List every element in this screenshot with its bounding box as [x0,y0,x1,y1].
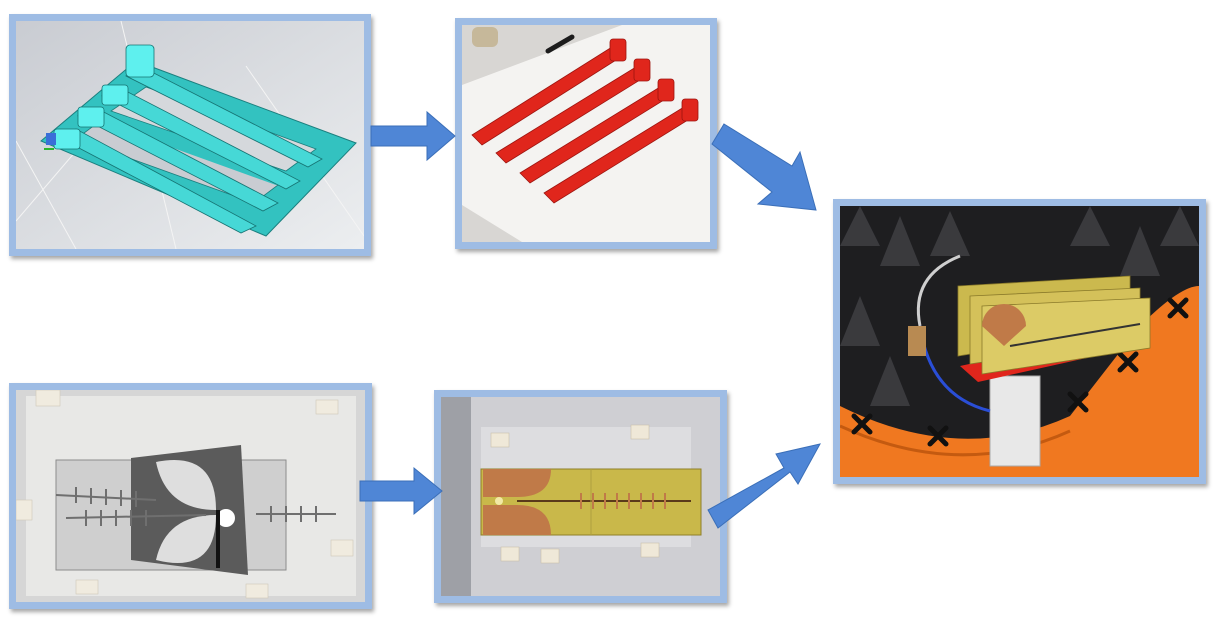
printed-holder-panel [455,18,717,249]
etched-antenna-photo [441,397,720,596]
etch-mask-panel [9,383,372,609]
arrow-right-icon [359,466,443,516]
3d-printed-holder-photo [462,25,710,242]
arrow-diagonal-up-icon [707,443,821,529]
etched-pcb-panel [434,390,727,603]
cross-mark-icon [851,297,1189,447]
arrow-diagonal-down-icon [711,123,817,211]
anechoic-chamber-photo [840,206,1199,477]
cad-model-image [16,21,364,249]
arrow-right-icon [370,110,456,162]
measurement-setup-panel [833,199,1206,484]
axis-triad-icon [44,133,56,150]
cad-model-panel [9,14,371,256]
pcb-mask-photo [16,390,365,602]
